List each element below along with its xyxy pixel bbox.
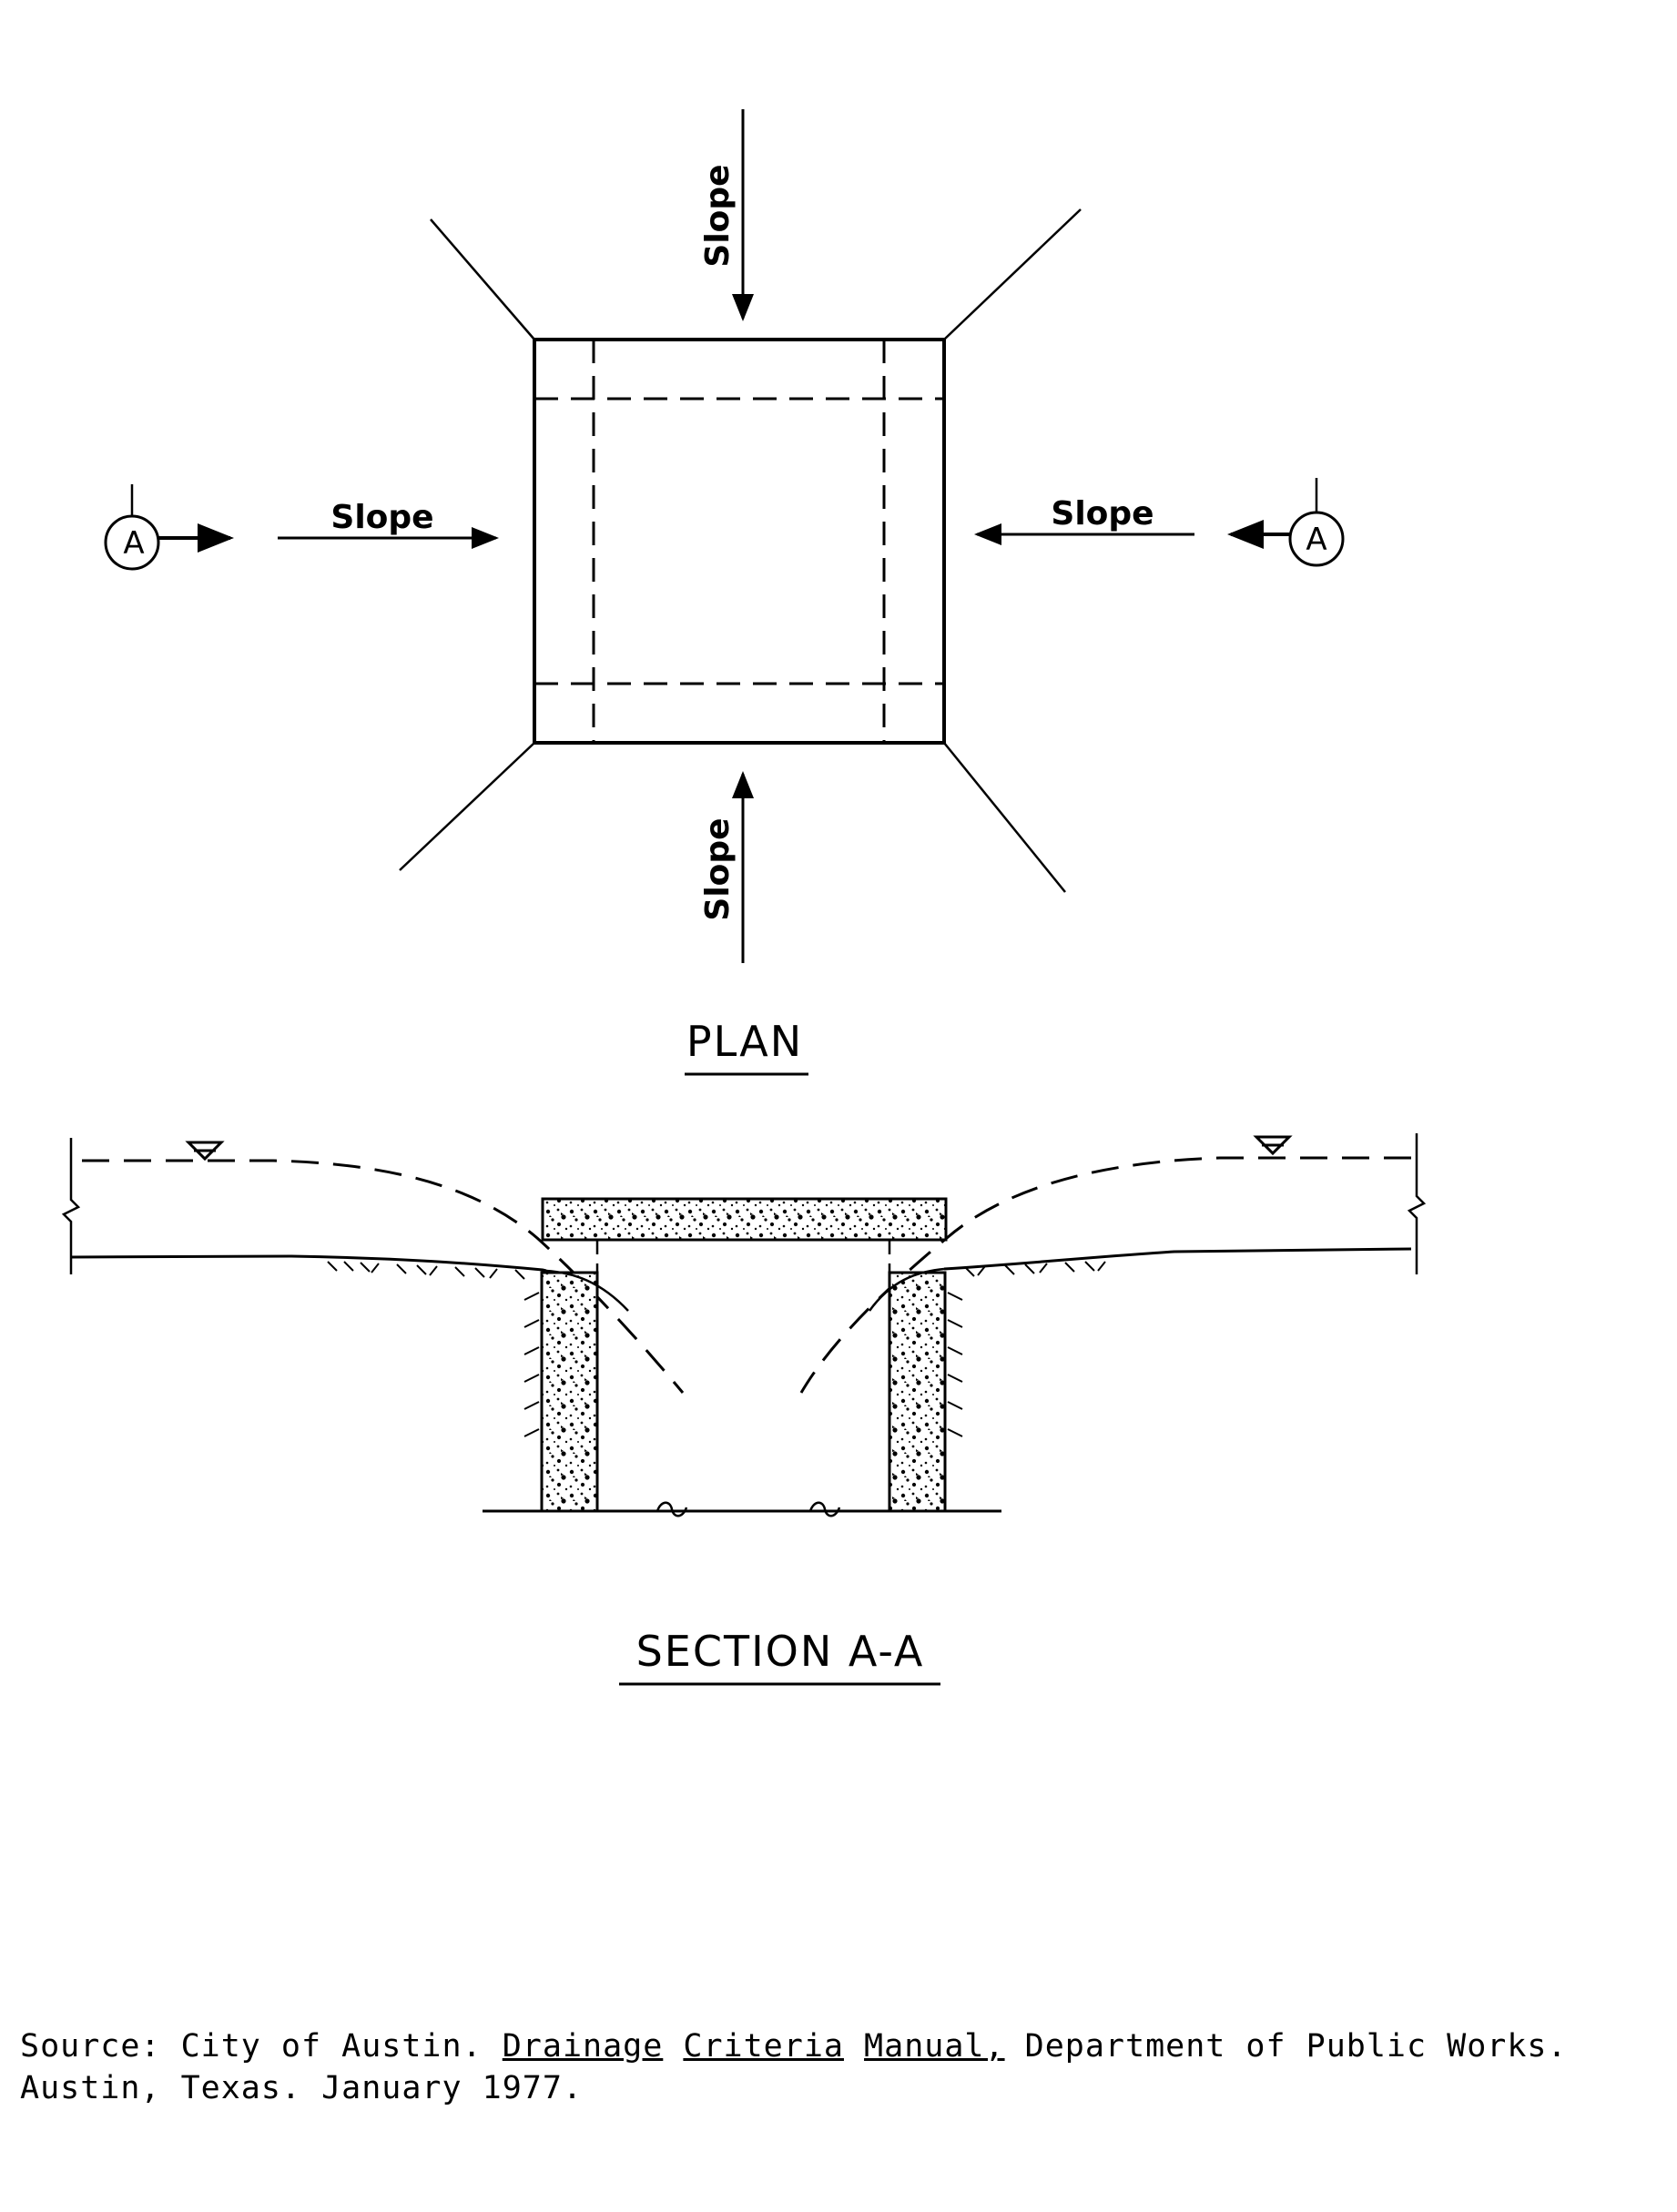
slope-label-right: Slope [1051, 495, 1154, 533]
soil-hatch [327, 1261, 1106, 1437]
right-wall [888, 1271, 947, 1513]
source-line-1: Source: City of Austin. Drainage Criteri… [20, 2025, 1659, 2067]
section-title: SECTION A-A [636, 1627, 925, 1676]
inlet-frame [533, 338, 946, 745]
section-view: SECTION A-A [61, 1133, 1427, 1686]
slope-label-top: Slope [699, 164, 737, 267]
source-publisher: Department of Public Works. [1004, 2028, 1568, 2065]
inlet-hidden-lines [534, 340, 944, 743]
source-title-word-3: Manual, [864, 2028, 1005, 2065]
floor-break-marks [656, 1501, 841, 1517]
section-marker-left: A [104, 484, 234, 571]
ground-line [70, 1247, 1412, 1273]
source-title-word-1: Drainage [502, 2028, 664, 2065]
source-citation: Source: City of Austin. Drainage Criteri… [20, 2025, 1659, 2109]
section-marker-right-label: A [1306, 522, 1326, 558]
water-level-symbol-right [1253, 1135, 1293, 1156]
slope-label-left: Slope [330, 499, 433, 536]
inlet-opening-hidden [595, 1240, 891, 1284]
cover-slab [541, 1197, 948, 1242]
section-marker-right: A [1227, 478, 1345, 567]
flow-nappe-left [545, 1269, 629, 1312]
wing-lines [399, 208, 1082, 893]
flow-nappe-right [868, 1267, 945, 1312]
plan-view: Slope Slope Slope Slope A A PLAN [104, 109, 1345, 1076]
section-marker-left-label: A [123, 525, 144, 562]
slope-label-bottom: Slope [699, 817, 737, 920]
source-line-2: Austin, Texas. January 1977. [20, 2070, 584, 2106]
water-level-symbol-left [185, 1141, 225, 1162]
left-wall [540, 1271, 599, 1513]
plan-title: PLAN [686, 1017, 803, 1066]
water-surface [82, 1156, 1411, 1394]
source-prefix: Source: City of Austin. [20, 2028, 503, 2065]
break-lines [61, 1133, 1427, 1274]
source-title-word-2: Criteria [683, 2028, 844, 2065]
